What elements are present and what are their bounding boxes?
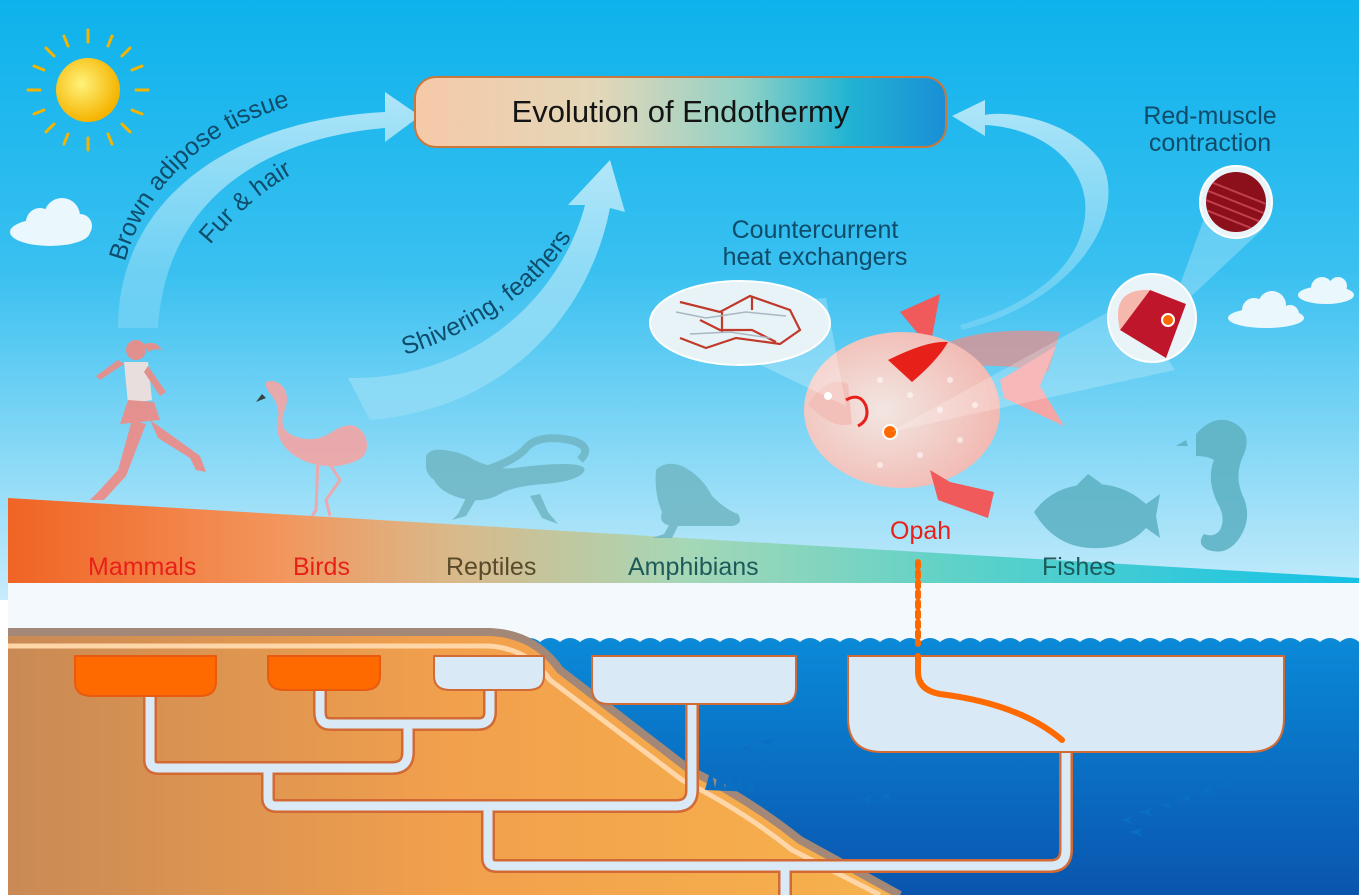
diagram-title: Evolution of Endothermy (414, 76, 947, 148)
mammals-label: Mammals (88, 555, 196, 580)
red-muscle-label-line1: Red-muscle (1115, 103, 1305, 130)
countercurrent-label-line1: Countercurrent (700, 217, 930, 244)
amphibians-label: Amphibians (628, 555, 759, 580)
reptiles-clade (434, 656, 544, 690)
red-muscle-label-line2: contraction (1115, 130, 1305, 157)
opah-label: Opah (890, 519, 951, 544)
title-text: Evolution of Endothermy (512, 94, 850, 130)
birds-label: Birds (293, 555, 350, 580)
fishes-label: Fishes (1042, 555, 1116, 580)
countercurrent-magnifier (650, 281, 830, 365)
birds-clade (268, 656, 380, 690)
amphibians-clade (592, 656, 796, 704)
countercurrent-label-line2: heat exchangers (700, 244, 930, 271)
red-muscle-callout: Red-muscle contraction (1115, 103, 1305, 157)
mammals-clade (75, 656, 216, 696)
countercurrent-callout: Countercurrent heat exchangers (700, 217, 930, 271)
fishes-clade (848, 656, 1284, 752)
reptiles-label: Reptiles (446, 555, 536, 580)
